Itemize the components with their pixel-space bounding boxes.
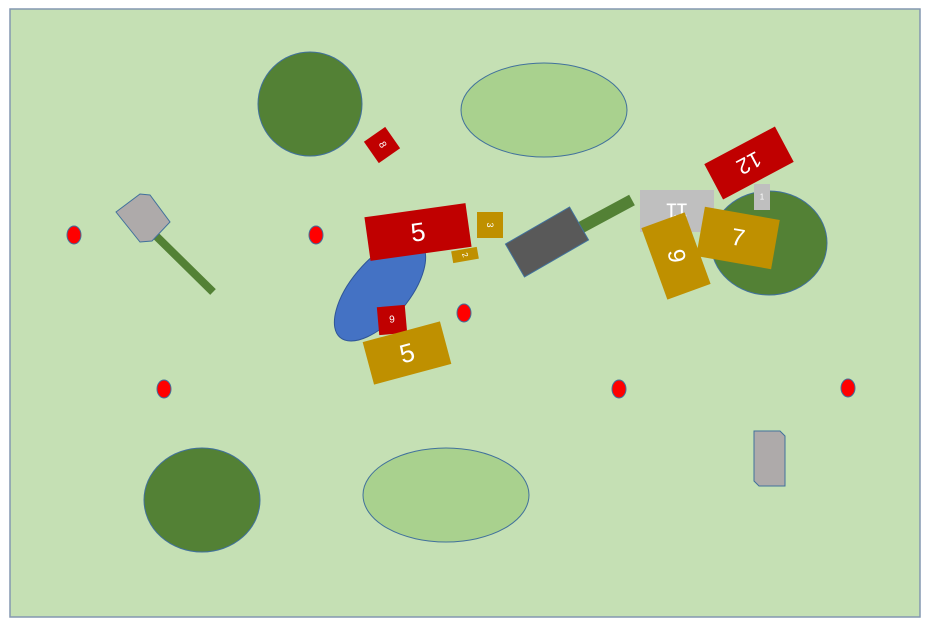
marker <box>66 225 82 245</box>
shovel-icon <box>115 193 216 295</box>
block-label: 3 <box>485 222 495 227</box>
marker <box>456 303 472 323</box>
block-gray-1[interactable]: 1 <box>754 184 770 210</box>
block-gold-3[interactable]: 3 <box>477 212 503 238</box>
block-red-8[interactable]: 8 <box>363 126 401 164</box>
gray-tablet-icon <box>753 430 786 487</box>
block-gold-9[interactable]: 9 <box>641 212 711 300</box>
block-gold-2[interactable]: 2 <box>451 246 479 264</box>
block-label: 1 <box>760 193 765 202</box>
block-label: 7 <box>729 224 747 253</box>
roller-tool-icon <box>504 194 635 278</box>
block-red-9[interactable]: 9 <box>376 304 408 336</box>
marker <box>840 378 856 398</box>
marker <box>308 225 324 245</box>
block-label: 9 <box>662 247 691 265</box>
block-red-12[interactable]: 12 <box>704 126 794 200</box>
block-gold-7[interactable]: 7 <box>696 206 780 270</box>
marker <box>156 379 172 399</box>
red-markers <box>66 225 856 399</box>
block-label: 9 <box>389 314 396 325</box>
tree-bottom-left <box>143 447 261 553</box>
light-ellipse-bottom <box>362 447 530 543</box>
block-label: 5 <box>409 216 428 248</box>
block-label: 8 <box>376 140 389 151</box>
block-gold-5[interactable]: 5 <box>362 321 452 385</box>
tree-top-left <box>257 51 363 157</box>
block-red-5[interactable]: 5 <box>364 203 472 261</box>
block-label: 2 <box>460 251 470 259</box>
marker <box>611 379 627 399</box>
light-ellipse-top <box>460 62 628 158</box>
